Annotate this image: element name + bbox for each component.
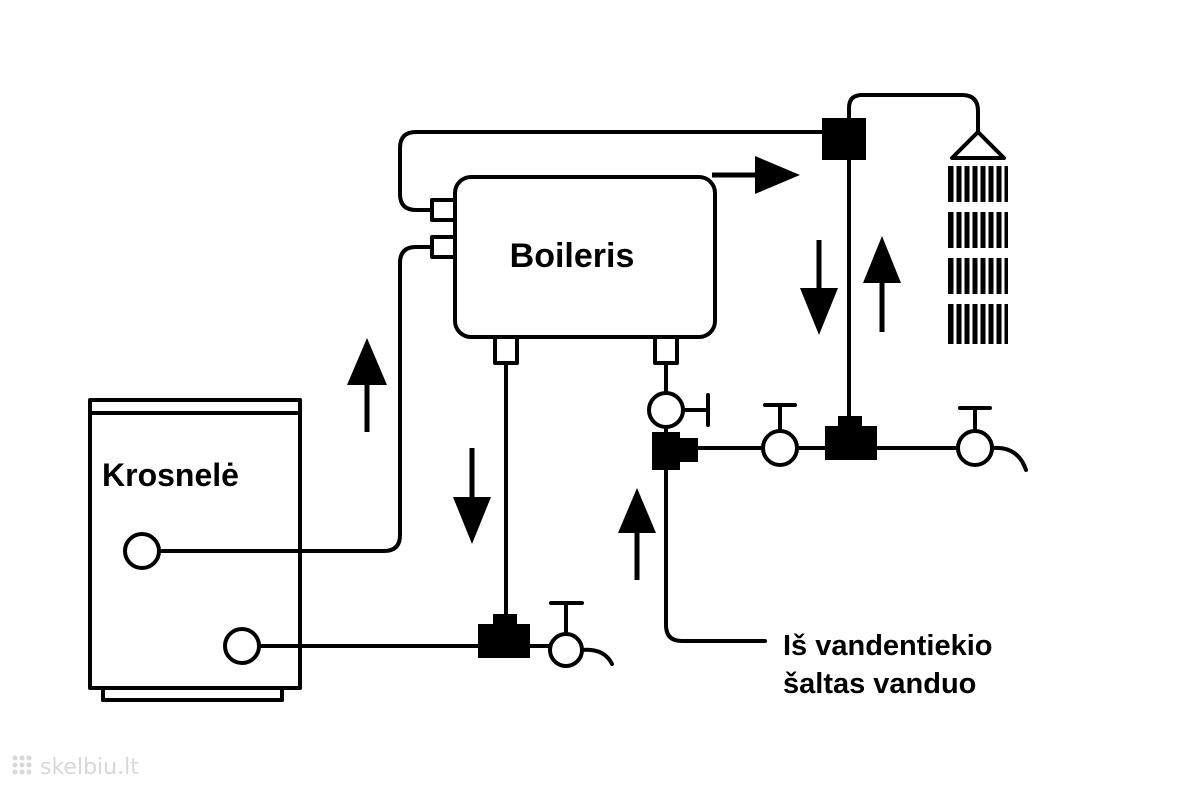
stove-upper-port [123,532,161,570]
boiler-lower-side-fitting [430,235,457,259]
tee-fittings [478,118,877,658]
cold-supply-pipe [664,468,767,643]
arrow-down-icon [800,240,838,335]
arrow-right-icon [712,156,800,194]
inlet-valve-icon [647,391,685,429]
hot-water-pipe [398,130,824,212]
stove-lower-port [223,627,261,665]
mixed-faucet-spout [990,445,1028,472]
mixer-lower-tee-fitting [825,426,877,460]
drain-faucet-spout [580,647,614,666]
faucets [548,391,1028,668]
pipes [157,93,980,648]
arrow-down-icon [453,448,491,544]
cold-inlet-tee-fitting [652,432,680,470]
arrow-up-icon [863,236,901,332]
stove-to-boiler-pipe [157,245,434,553]
boiler-label: Boileris [510,237,635,275]
drain-faucet-valve-icon [548,632,584,668]
stove-body [88,398,302,690]
mixer-upper-tee-fitting [822,118,866,160]
arrow-up-icon [347,338,387,432]
cold-water-label-line1: Iš vandentiekio [783,630,993,662]
flow-arrows [347,156,901,580]
mixed-faucet [956,406,1028,472]
shower-feed-pipe [847,93,980,134]
stove-unit [88,398,302,702]
mixed-faucet-valve-icon [956,429,994,467]
cold-faucet-valve-icon [761,429,799,467]
boiler-upper-side-fitting [430,198,457,222]
stove-label: Krosnelė [102,457,239,493]
watermark-logo-icon [12,755,32,775]
shower-head-icon [950,130,1006,160]
cold-faucet [761,403,799,467]
boiler-inlet-valve [647,391,710,429]
watermark: skelbiu.lt [12,755,139,780]
drain-tee-fitting [478,624,530,658]
boiler-unit [430,175,717,365]
drain-faucet [548,601,614,668]
boiler-right-bottom-fitting [653,335,679,365]
watermark-text: skelbiu.lt [40,755,139,780]
arrow-up-icon [618,488,656,580]
boiler-left-bottom-fitting [493,335,519,365]
cold-water-label-line2: šaltas vanduo [783,668,976,700]
